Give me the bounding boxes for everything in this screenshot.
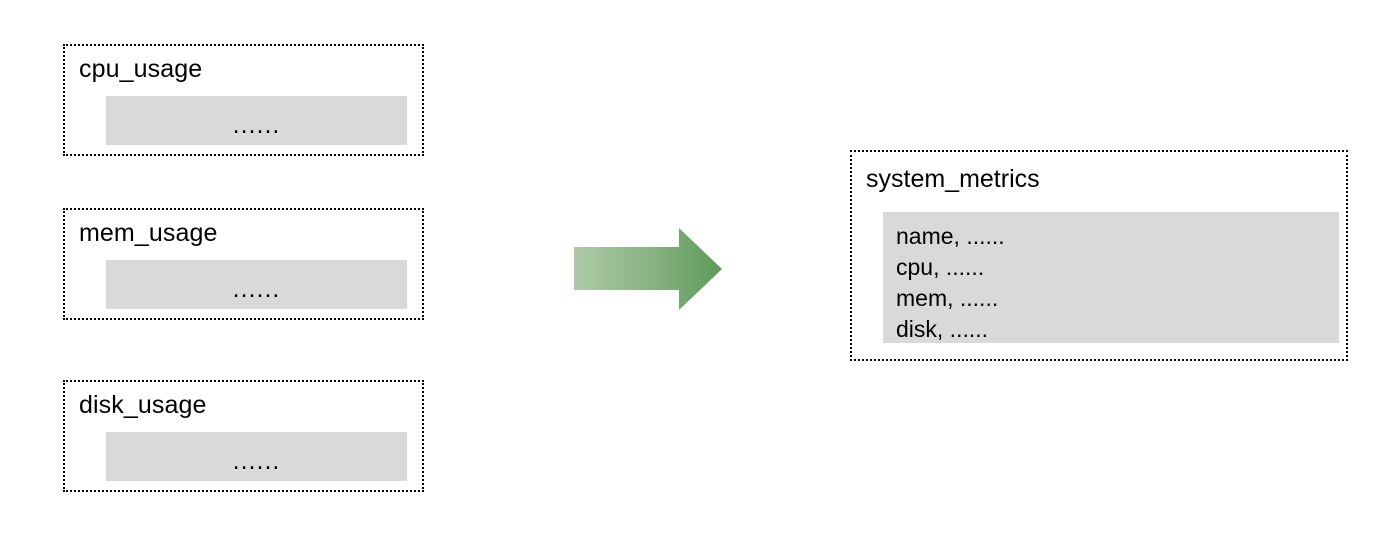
source-body: ...... <box>106 432 407 481</box>
target-box-system-metrics: system_metrics name, ...... cpu, ...... … <box>850 150 1348 361</box>
right-arrow-icon <box>574 228 722 310</box>
source-title: mem_usage <box>79 219 218 247</box>
source-title: disk_usage <box>79 391 207 419</box>
flow-arrow <box>572 226 724 312</box>
target-line-cpu: cpu, ...... <box>896 254 985 280</box>
source-box-cpu-usage: cpu_usage ...... <box>63 44 424 156</box>
source-body-text: ...... <box>232 274 281 303</box>
target-body: name, ...... cpu, ...... mem, ...... dis… <box>883 212 1339 343</box>
source-body: ...... <box>106 260 407 309</box>
target-line-mem: mem, ...... <box>896 285 999 311</box>
source-box-disk-usage: disk_usage ...... <box>63 380 424 492</box>
source-title: cpu_usage <box>79 55 203 83</box>
target-title: system_metrics <box>866 165 1040 193</box>
source-body-text: ...... <box>232 446 281 475</box>
source-box-mem-usage: mem_usage ...... <box>63 208 424 320</box>
source-body-text: ...... <box>232 110 281 139</box>
target-line-name: name, ...... <box>896 223 1005 249</box>
source-body: ...... <box>106 96 407 145</box>
target-line-disk: disk, ...... <box>896 316 989 342</box>
